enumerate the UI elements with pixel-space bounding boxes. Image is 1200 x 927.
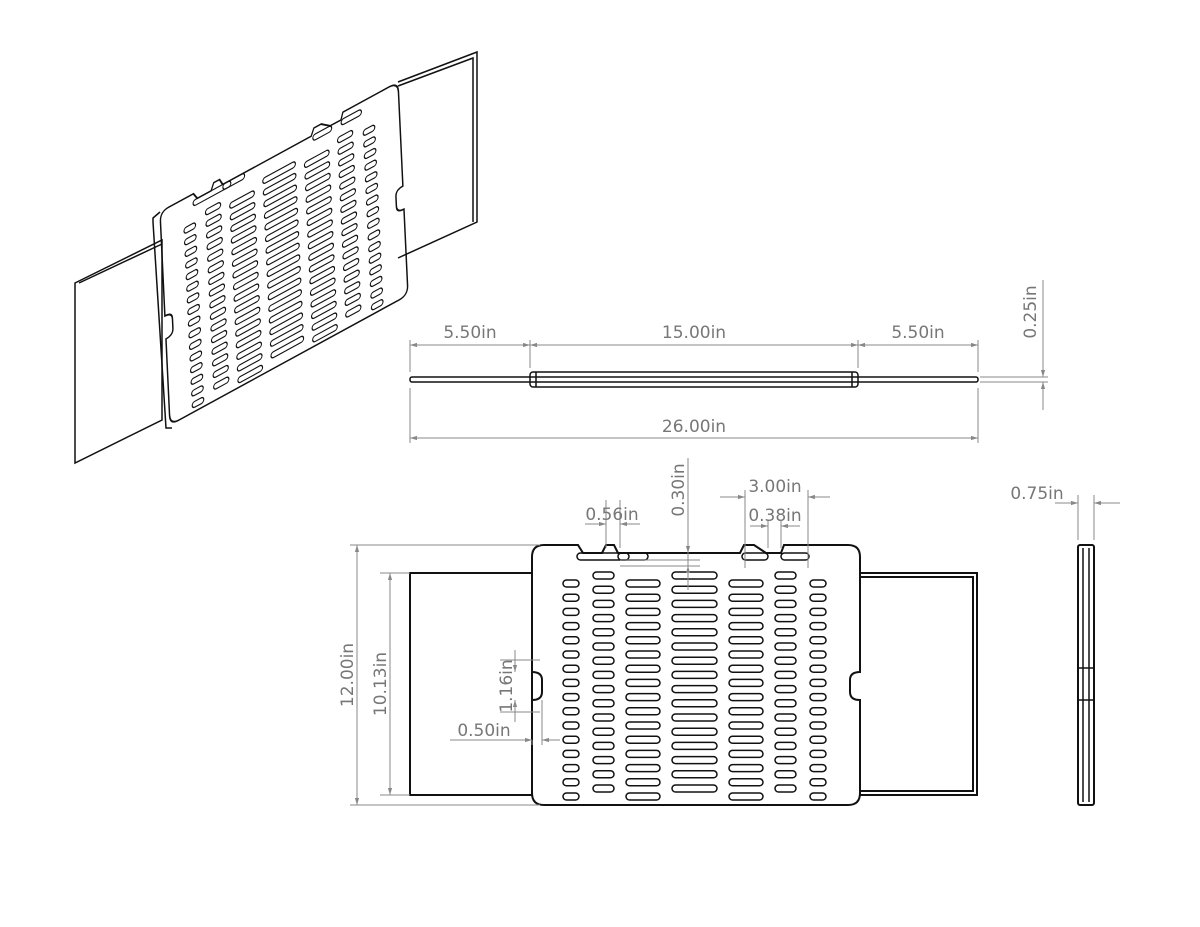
isometric-view [74, 50, 478, 465]
dim-notch-pair-span: 3.00in [748, 477, 801, 497]
front-view: 12.00in 10.13in 1.16in 0.50in 0.56in 0.3… [338, 458, 978, 806]
dim-top-overall: 26.00in [662, 417, 726, 437]
dim-side-notch-depth: 0.50in [457, 721, 510, 741]
dim-top-left: 5.50in [443, 323, 496, 343]
dim-top-center: 15.00in [662, 323, 726, 343]
top-view: 5.50in 15.00in 5.50in 26.00in 0.25in [409, 280, 1048, 443]
dim-overall-height: 12.00in [338, 643, 358, 707]
dim-notch-gap: 0.56in [585, 505, 638, 525]
dim-side-thickness: 0.75in [1010, 484, 1063, 504]
dim-slot-offset: 0.30in [669, 463, 689, 516]
side-view: 0.75in [1010, 484, 1120, 806]
dim-top-right: 5.50in [891, 323, 944, 343]
dim-thickness: 0.25in [1021, 285, 1041, 338]
dim-notch-gap-right: 0.38in [748, 506, 801, 526]
dim-slide-height: 10.13in [371, 652, 391, 716]
dim-side-notch-length: 1.16in [497, 659, 517, 712]
